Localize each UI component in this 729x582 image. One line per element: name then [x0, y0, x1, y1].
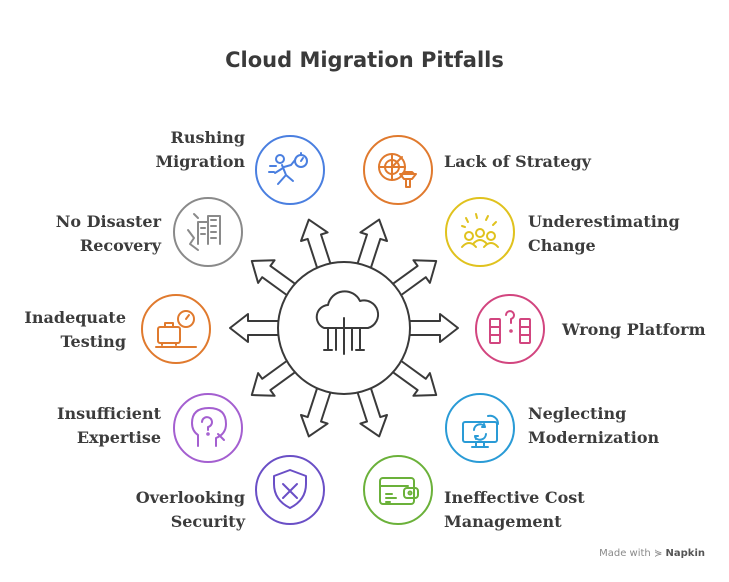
question-platform-icon [489, 310, 531, 344]
item-ring [445, 197, 515, 267]
hub-arrows [229, 218, 459, 438]
item-underestimating-change [445, 197, 515, 267]
item-ring [445, 393, 515, 463]
arrow-5 [391, 359, 438, 397]
shield-x-icon [273, 469, 307, 509]
item-insufficient-expertise [173, 393, 243, 463]
group-change-icon [461, 213, 499, 248]
label-lack-of-strategy: Lack of Strategy [444, 152, 591, 171]
arrow-2 [356, 218, 388, 270]
napkin-logo-icon: ⋟ [653, 548, 663, 559]
item-ring [141, 294, 211, 364]
arrow-7 [300, 386, 332, 438]
item-overlooking-security [255, 455, 325, 525]
item-rushing-migration [255, 135, 325, 205]
luggage-scale-icon [155, 310, 197, 348]
item-lack-of-strategy [363, 135, 433, 205]
damaged-building-icon [187, 213, 221, 251]
head-question-icon [191, 407, 227, 447]
item-ring [475, 294, 545, 364]
arrow-8 [250, 359, 297, 397]
item-wrong-platform [475, 294, 545, 364]
item-no-disaster-recovery [173, 197, 243, 267]
label-wrong-platform: Wrong Platform [562, 320, 706, 339]
item-ring [363, 455, 433, 525]
monitor-sync-icon [462, 414, 499, 448]
item-ineffective-cost-management [363, 455, 433, 525]
wallet-icon [379, 477, 419, 505]
arrow-9 [229, 313, 280, 343]
arrow-4 [408, 313, 459, 343]
arrow-6 [356, 386, 388, 438]
arrow-3 [391, 259, 438, 297]
item-neglecting-modernization [445, 393, 515, 463]
item-inadequate-testing [141, 294, 211, 364]
running-person-stopwatch-icon [268, 152, 308, 185]
arrow-10 [250, 259, 297, 297]
made-with-napkin: Made with ⋟ Napkin [599, 548, 705, 559]
target-funnel-icon [378, 153, 417, 188]
arrow-1 [300, 218, 332, 270]
cloud-network-icon [315, 290, 380, 355]
page-title: Cloud Migration Pitfalls [225, 48, 504, 72]
item-ring [255, 135, 325, 205]
